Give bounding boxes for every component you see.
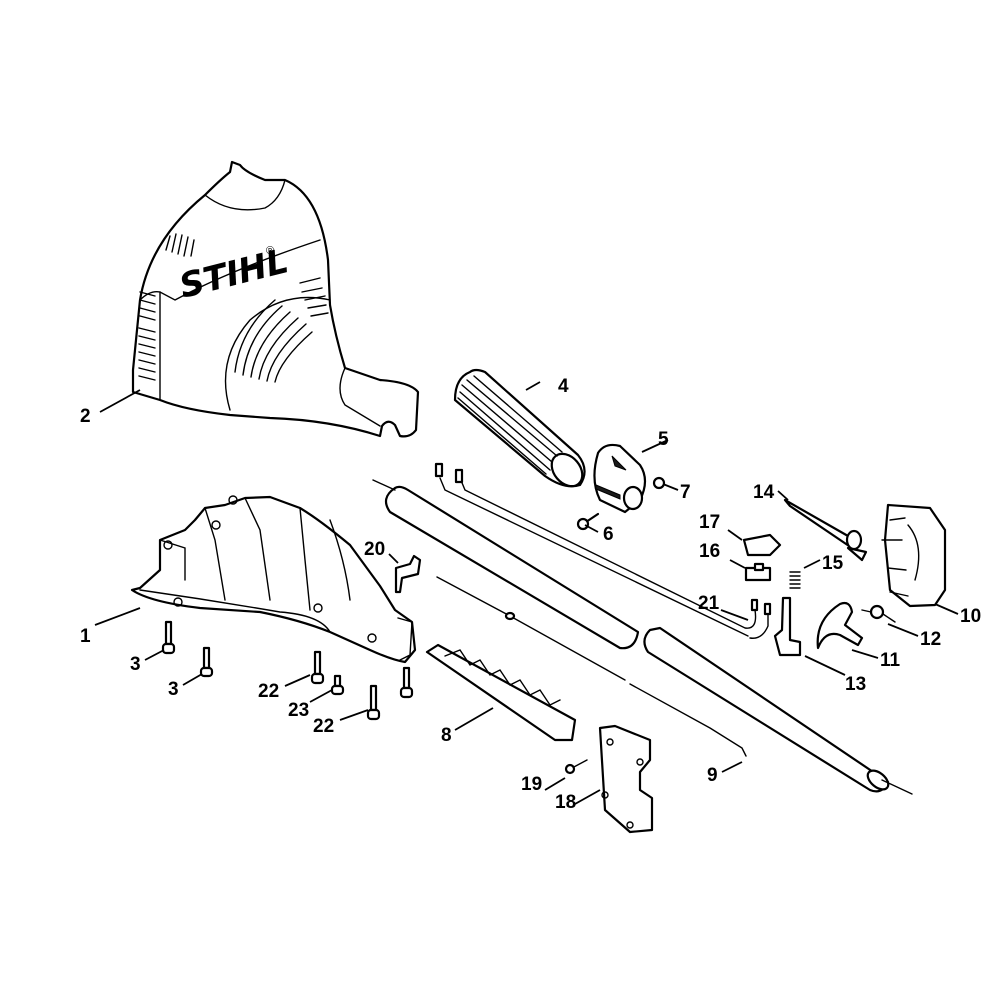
screw-e[interactable] bbox=[330, 674, 345, 696]
side-vents-icon bbox=[138, 291, 156, 381]
liner-guide[interactable] bbox=[425, 643, 577, 742]
label-15[interactable]: 15 bbox=[822, 553, 844, 574]
label-7[interactable]: 7 bbox=[680, 482, 691, 503]
handle-clamp[interactable] bbox=[593, 443, 647, 514]
torsion-spring[interactable] bbox=[861, 604, 896, 623]
label-10[interactable]: 10 bbox=[960, 606, 981, 627]
throttle-trigger[interactable] bbox=[816, 601, 864, 650]
label-20[interactable]: 20 bbox=[364, 539, 385, 560]
label-3b[interactable]: 3 bbox=[168, 679, 179, 700]
label-21[interactable]: 21 bbox=[698, 593, 720, 614]
shaft-tube-lower[interactable] bbox=[643, 626, 913, 795]
label-5[interactable]: 5 bbox=[658, 429, 669, 450]
interlock-lever[interactable] bbox=[773, 596, 802, 657]
screw-c[interactable] bbox=[310, 650, 325, 685]
stop-switch[interactable] bbox=[744, 562, 772, 582]
screw-f[interactable] bbox=[399, 666, 414, 699]
compression-spring[interactable] bbox=[789, 571, 801, 589]
label-2[interactable]: 2 bbox=[80, 406, 91, 427]
clamp-screw[interactable] bbox=[576, 512, 600, 531]
handle-cover-plate[interactable] bbox=[598, 724, 654, 834]
label-9[interactable]: 9 bbox=[707, 765, 718, 786]
housing-base[interactable] bbox=[130, 495, 417, 664]
control-handle-housing[interactable] bbox=[881, 503, 947, 608]
shaft-tube-upper[interactable] bbox=[372, 479, 640, 650]
contact-spring[interactable] bbox=[394, 554, 422, 594]
label-18[interactable]: 18 bbox=[555, 792, 576, 813]
switch-cover[interactable] bbox=[742, 533, 782, 557]
top-vents-icon bbox=[165, 233, 195, 257]
label-23[interactable]: 23 bbox=[288, 700, 309, 721]
leader-lines bbox=[94, 381, 959, 805]
label-22a[interactable]: 22 bbox=[258, 681, 279, 702]
ribbed-handle-grip[interactable] bbox=[453, 368, 589, 492]
engine-cover-shroud[interactable]: STIHL ® bbox=[131, 160, 420, 438]
plate-screw[interactable] bbox=[564, 759, 588, 775]
screw-d[interactable] bbox=[366, 684, 381, 721]
drive-shaft[interactable] bbox=[436, 576, 747, 757]
label-6[interactable]: 6 bbox=[603, 524, 614, 545]
part-labels: 1 2 3 3 4 5 6 7 8 9 10 11 12 13 14 15 16… bbox=[80, 376, 981, 813]
front-vents-icon bbox=[234, 277, 329, 383]
nut[interactable] bbox=[652, 476, 666, 490]
label-3a[interactable]: 3 bbox=[130, 654, 141, 675]
registered-mark: ® bbox=[266, 245, 274, 257]
label-22b[interactable]: 22 bbox=[313, 716, 334, 737]
label-14[interactable]: 14 bbox=[753, 482, 775, 503]
label-11[interactable]: 11 bbox=[880, 650, 901, 671]
label-4[interactable]: 4 bbox=[558, 376, 569, 397]
label-13[interactable]: 13 bbox=[845, 674, 866, 695]
wire-harness[interactable] bbox=[434, 462, 772, 639]
throttle-cable-lever[interactable] bbox=[783, 498, 868, 562]
screw-b[interactable] bbox=[199, 646, 214, 678]
label-17[interactable]: 17 bbox=[699, 512, 720, 533]
screw-a[interactable] bbox=[161, 620, 176, 655]
label-16[interactable]: 16 bbox=[699, 541, 720, 562]
label-12[interactable]: 12 bbox=[920, 629, 941, 650]
label-1[interactable]: 1 bbox=[80, 626, 91, 647]
label-8[interactable]: 8 bbox=[441, 725, 452, 746]
label-19[interactable]: 19 bbox=[521, 774, 542, 795]
